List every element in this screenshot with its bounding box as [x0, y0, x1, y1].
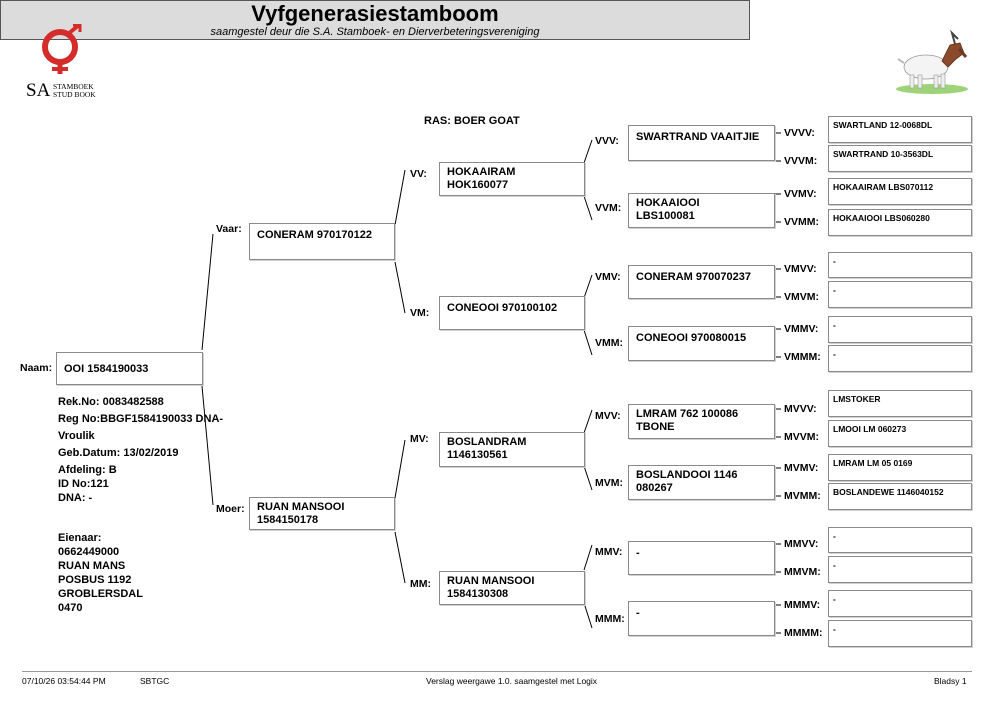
- gen4-box-vmvv: -: [828, 252, 972, 278]
- gen3-box-mmm: -: [628, 601, 775, 636]
- gen2-box-vv: HOKAAIRAM HOK160077: [439, 162, 585, 196]
- subject-birth-date: Geb.Datum: 13/02/2019: [58, 447, 179, 459]
- gen4-box-mmvm: -: [828, 556, 972, 583]
- gen4-box-mmvv: -: [828, 527, 972, 553]
- gen4-label-vmmm: VMMM:: [784, 351, 821, 363]
- gen4-box-vmmv: -: [828, 316, 972, 343]
- gen4-label-vmvm: VMVM:: [784, 291, 819, 303]
- stud-book-logo: SA STAMBOEK STUD BOOK: [24, 24, 106, 102]
- page-title: Vyfgenerasiestamboom: [251, 1, 499, 26]
- gen3-box-vvm: HOKAAIOOI LBS100081: [628, 193, 775, 228]
- owner-details: Eienaar: 0662449000 RUAN MANS POSBUS 119…: [58, 532, 143, 614]
- sire-box: CONERAM 970170122: [249, 223, 395, 260]
- subject-label: Naam:: [20, 362, 53, 374]
- gen2-box-mm: RUAN MANSOOI 1584130308: [439, 571, 585, 605]
- gen4-box-mvmm: BOSLANDEWE 1146040152: [828, 483, 972, 510]
- gen2-box-mv: BOSLANDRAM 1146130561: [439, 432, 585, 467]
- gen3-label-vmv: VMV:: [595, 271, 621, 283]
- subject-sex: Vroulik: [58, 430, 95, 442]
- gen4-label-mmmm: MMMM:: [784, 627, 823, 639]
- gen4-label-vvvv: VVVV:: [784, 127, 815, 139]
- gen4-box-vvvm: SWARTRAND 10-3563DL: [828, 145, 972, 172]
- gen4-box-mvvv: LMSTOKER: [828, 390, 972, 417]
- sire-label: Vaar:: [216, 223, 242, 235]
- gen2-label-mm: MM:: [410, 578, 431, 590]
- gen3-box-mmv: -: [628, 541, 775, 575]
- sa-logo-icon: [42, 24, 82, 74]
- gen4-box-vmvm: -: [828, 281, 972, 308]
- gen2-label-vm: VM:: [410, 307, 430, 319]
- footer-version: Verslag weergawe 1.0. saamgestel met Log…: [426, 676, 598, 686]
- gen3-box-vvv: SWARTRAND VAAITJIE: [628, 125, 775, 161]
- gen4-label-mmvm: MMVM:: [784, 566, 821, 578]
- gen4-label-vvmv: VVMV:: [784, 188, 817, 200]
- gen4-label-vmvv: VMVV:: [784, 263, 817, 275]
- gen3-box-mvm: BOSLANDOOI 1146 080267: [628, 465, 775, 500]
- gen4-label-vvmm: VVMM:: [784, 216, 819, 228]
- gen4-label-vmmv: VMMV:: [784, 323, 819, 335]
- subject-reg-no: Reg No:BBGF1584190033 DNA-: [58, 413, 224, 425]
- gen3-label-mmv: MMV:: [595, 546, 623, 558]
- gen4-box-mvmv: LMRAM LM 05 0169: [828, 454, 972, 481]
- gen4-label-mvmv: MVMV:: [784, 462, 819, 474]
- dam-label: Moer:: [216, 503, 245, 515]
- subject-name-box: OOI 1584190033: [56, 352, 203, 385]
- gen4-box-vvmm: HOKAAIOOI LBS060280: [828, 209, 972, 236]
- gen4-label-mmmv: MMMV:: [784, 599, 821, 611]
- gen4-label-mvvv: MVVV:: [784, 403, 817, 415]
- gen4-box-vvmv: HOKAAIRAM LBS070112: [828, 178, 972, 205]
- gen4-box-mmmv: -: [828, 590, 972, 617]
- dam-box: RUAN MANSOOI 1584150178: [249, 497, 395, 530]
- gen3-label-vvv: VVV:: [595, 135, 619, 147]
- gen4-box-mvvm: LMOOI LM 060273: [828, 420, 972, 447]
- footer-page: Bladsy 1: [934, 676, 967, 686]
- gen3-box-mvv: LMRAM 762 100086 TBONE: [628, 404, 775, 439]
- gen3-box-vmv: CONERAM 970070237: [628, 265, 775, 299]
- gen4-box-vvvv: SWARTLAND 12-0068DL: [828, 116, 972, 143]
- gen4-label-mvvm: MVVM:: [784, 431, 819, 443]
- footer-divider: [22, 671, 972, 672]
- gen2-box-vm: CONEOOI 970100102: [439, 296, 585, 330]
- gen4-label-mmvv: MMVV:: [784, 538, 819, 550]
- gen2-label-vv: VV:: [410, 168, 427, 180]
- gen4-box-mmmm: -: [828, 620, 972, 647]
- subject-details: Afdeling: B ID No:121 DNA: -: [58, 464, 117, 504]
- breed-label: RAS: BOER GOAT: [424, 115, 520, 127]
- gen3-label-vmm: VMM:: [595, 337, 623, 349]
- subject-rek-no: Rek.No: 0083482588: [58, 396, 164, 408]
- logo-line1: STAMBOEK: [53, 82, 94, 91]
- footer-datetime: 07/10/26 03:54:44 PM: [22, 676, 106, 686]
- gen4-label-mvmm: MVMM:: [784, 490, 821, 502]
- gen4-label-vvvm: VVVM:: [784, 155, 818, 167]
- logo-line2: STUD BOOK: [53, 90, 96, 99]
- gen2-label-mv: MV:: [410, 433, 429, 445]
- gen3-label-vvm: VVM:: [595, 202, 622, 214]
- title-banner: Vyfgenerasiestamboom saamgestel deur die…: [0, 0, 750, 40]
- gen3-label-mvm: MVM:: [595, 477, 623, 489]
- gen4-box-vmmm: -: [828, 345, 972, 372]
- goat-illustration-icon: [896, 29, 968, 94]
- gen3-label-mvv: MVV:: [595, 410, 621, 422]
- page-subtitle: saamgestel deur die S.A. Stamboek- en Di…: [210, 26, 540, 38]
- gen3-label-mmm: MMM:: [595, 613, 625, 625]
- gen3-box-vmm: CONEOOI 970080015: [628, 326, 775, 361]
- logo-mark: SA: [26, 80, 51, 101]
- footer-code: SBTGC: [140, 676, 170, 686]
